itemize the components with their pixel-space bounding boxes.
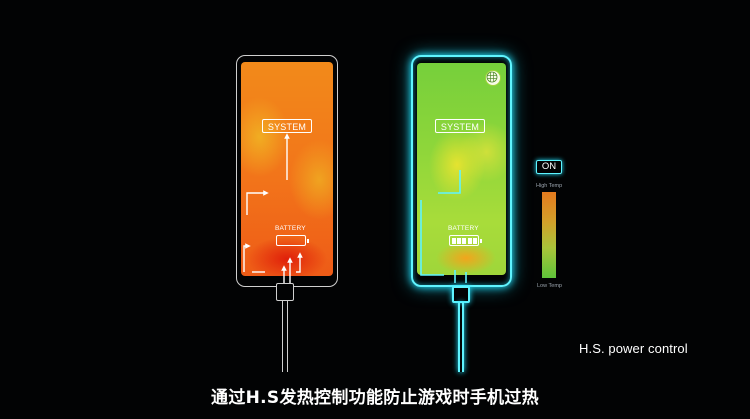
low-temp-label: Low Temp [537, 283, 562, 289]
battery-cell [451, 237, 456, 244]
feature-caption: H.S. power control [579, 341, 688, 356]
right-heat-flow [420, 170, 467, 283]
phone-with-hs-control [411, 55, 512, 287]
battery-cell [462, 237, 467, 244]
hs-status-badge: ON [536, 160, 562, 174]
left-heat-flow [243, 133, 303, 283]
right-usb-connector [452, 286, 470, 303]
left-battery-label: BATTERY [275, 225, 306, 232]
video-subtitle: 通过H.S发热控制功能防止游戏时手机过热 [211, 388, 539, 408]
battery-full-icon [449, 235, 482, 246]
left-usb-connector [276, 283, 294, 301]
phone-without-hs-control [236, 55, 338, 287]
right-system-label: SYSTEM [435, 119, 485, 133]
heat-map-cool [417, 63, 506, 275]
high-temp-label: High Temp [536, 183, 563, 189]
temperature-scale-bar [542, 192, 556, 278]
left-system-label: SYSTEM [262, 119, 312, 133]
battery-empty-icon [276, 235, 309, 246]
battery-cell [473, 237, 478, 244]
left-charging-cable [282, 300, 288, 372]
globe-logo-icon [485, 70, 501, 86]
right-battery-label: BATTERY [448, 225, 479, 232]
battery-cell [467, 237, 472, 244]
battery-cell [456, 237, 461, 244]
right-charging-cable [458, 302, 464, 372]
